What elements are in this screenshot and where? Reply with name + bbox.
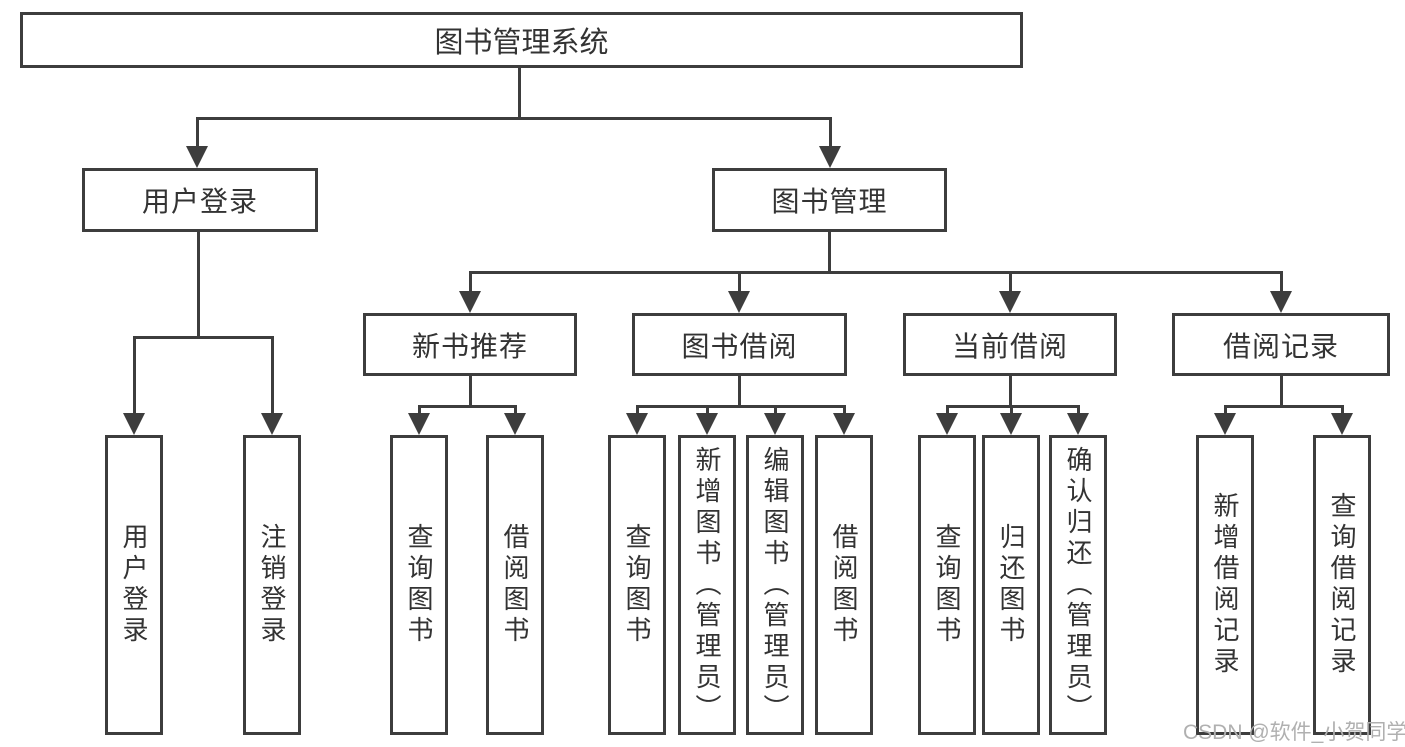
- leaf-borrow-edit-books-label: 编辑图书（管理员）: [760, 445, 790, 725]
- connector-root-bar: [196, 117, 832, 120]
- arrow-to-book-borrow: [728, 271, 750, 313]
- leaf-recommend-query-books: 查询图书: [390, 435, 448, 735]
- leaf-borrow-borrow-books: 借阅图书: [815, 435, 873, 735]
- arrow-recommend-leaf-2: [504, 405, 526, 435]
- node-book-borrow: 图书借阅: [632, 313, 847, 376]
- node-book-management-label: 图书管理: [771, 186, 888, 217]
- node-new-book-recommend: 新书推荐: [363, 313, 577, 376]
- leaf-records-add-record: 新增借阅记录: [1196, 435, 1254, 735]
- node-book-borrow-label: 图书借阅: [681, 330, 798, 362]
- node-book-management: 图书管理: [712, 168, 947, 232]
- leaf-current-confirm-return: 确认归还（管理员）: [1049, 435, 1107, 735]
- arrow-records-leaf-2: [1331, 405, 1353, 435]
- leaf-borrow-add-books-label: 新增图书（管理员）: [692, 445, 722, 725]
- arrow-to-book-management: [819, 117, 841, 168]
- arrow-to-user-login: [186, 117, 208, 168]
- connector-recommend-bar: [418, 405, 517, 408]
- arrow-current-leaf-2: [1000, 405, 1022, 435]
- connector-current-bar: [946, 405, 1080, 408]
- node-user-login: 用户登录: [82, 168, 318, 232]
- leaf-borrow-query-books: 查询图书: [608, 435, 666, 735]
- arrow-to-leaf-user-login: [123, 336, 145, 435]
- connector-book-mgmt-stem: [828, 230, 831, 274]
- connector-recommend-stem: [469, 374, 472, 408]
- connector-records-stem: [1280, 374, 1283, 408]
- leaf-records-add-record-label: 新增借阅记录: [1210, 492, 1240, 678]
- arrow-records-leaf-1: [1214, 405, 1236, 435]
- connector-root-stem: [518, 66, 521, 119]
- arrow-to-borrow-records: [1270, 271, 1292, 313]
- leaf-current-confirm-return-label: 确认归还（管理员）: [1063, 445, 1093, 725]
- leaf-current-return-books: 归还图书: [982, 435, 1040, 735]
- connector-borrow-stem: [738, 374, 741, 408]
- connector-book-mgmt-bar: [469, 271, 1283, 274]
- connector-borrow-bar: [636, 405, 846, 408]
- leaf-borrow-add-books: 新增图书（管理员）: [678, 435, 736, 735]
- node-current-borrow: 当前借阅: [903, 313, 1117, 376]
- leaf-current-return-books-label: 归还图书: [996, 523, 1026, 647]
- leaf-recommend-borrow-books-label: 借阅图书: [500, 523, 530, 647]
- arrow-borrow-leaf-1: [626, 405, 648, 435]
- arrow-to-new-book-recommend: [459, 271, 481, 313]
- leaf-borrow-borrow-books-label: 借阅图书: [829, 523, 859, 647]
- node-current-borrow-label: 当前借阅: [951, 330, 1068, 362]
- leaf-recommend-borrow-books: 借阅图书: [486, 435, 544, 735]
- leaf-logout-label: 注销登录: [257, 523, 287, 647]
- node-user-login-label: 用户登录: [141, 186, 258, 217]
- arrow-borrow-leaf-2: [696, 405, 718, 435]
- leaf-logout: 注销登录: [243, 435, 301, 735]
- csdn-watermark: CSDN @软件_小贺同学: [1183, 721, 1405, 744]
- arrow-borrow-leaf-4: [833, 405, 855, 435]
- leaf-user-login: 用户登录: [105, 435, 163, 735]
- node-borrow-records: 借阅记录: [1172, 313, 1390, 376]
- leaf-recommend-query-books-label: 查询图书: [404, 523, 434, 647]
- leaf-user-login-label: 用户登录: [119, 523, 149, 647]
- leaf-current-query-books: 查询图书: [918, 435, 976, 735]
- connector-records-bar: [1224, 405, 1344, 408]
- leaf-records-query-record: 查询借阅记录: [1313, 435, 1371, 735]
- node-root-label: 图书管理系统: [434, 27, 609, 59]
- arrow-to-leaf-logout: [261, 336, 283, 435]
- leaf-records-query-record-label: 查询借阅记录: [1327, 492, 1357, 678]
- connector-user-login-stem: [197, 230, 200, 339]
- leaf-borrow-query-books-label: 查询图书: [622, 523, 652, 647]
- connector-current-stem: [1009, 374, 1012, 408]
- node-new-book-recommend-label: 新书推荐: [411, 330, 528, 362]
- arrow-recommend-leaf-1: [408, 405, 430, 435]
- arrow-current-leaf-1: [936, 405, 958, 435]
- arrow-to-current-borrow: [999, 271, 1021, 313]
- leaf-current-query-books-label: 查询图书: [932, 523, 962, 647]
- arrow-borrow-leaf-3: [764, 405, 786, 435]
- arrow-current-leaf-3: [1067, 405, 1089, 435]
- connector-user-login-bar: [133, 336, 274, 339]
- node-borrow-records-label: 借阅记录: [1222, 330, 1339, 362]
- node-root: 图书管理系统: [20, 12, 1023, 68]
- leaf-borrow-edit-books: 编辑图书（管理员）: [746, 435, 804, 735]
